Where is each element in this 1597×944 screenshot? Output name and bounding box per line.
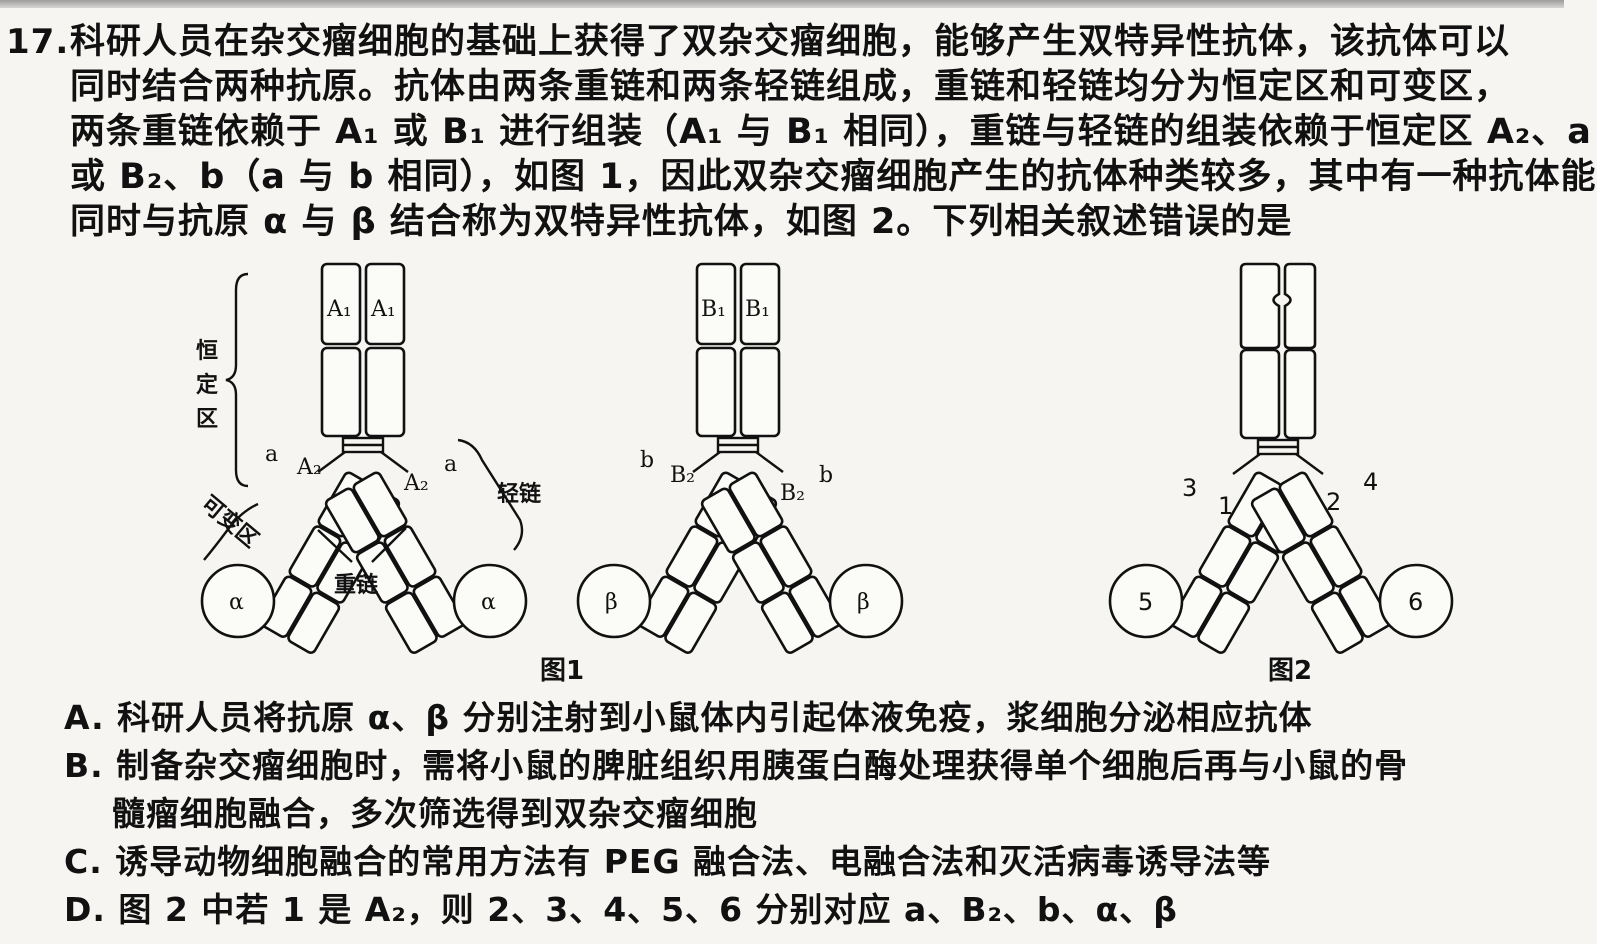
label-3: 3 (1182, 474, 1197, 502)
antigen-circle (1378, 563, 1454, 639)
light-chain-brace (457, 438, 524, 551)
label-a: a (444, 452, 457, 477)
label-a1: A₁ (370, 297, 396, 322)
top-cut-line (0, 0, 1564, 8)
option-a: A. 科研人员将抗原 α、β 分别注射到小鼠体内引起体液免疫，浆细胞分泌相应抗体 (64, 698, 1313, 737)
label-4: 4 (1363, 468, 1378, 496)
heavy-chain-label: 重链 (334, 572, 378, 598)
option-d: D. 图 2 中若 1 是 A₂，则 2、3、4、5、6 分别对应 a、B₂、b… (64, 890, 1178, 929)
option-c: C. 诱导动物细胞融合的常用方法有 PEG 融合法、电融合法和灭活病毒诱导法等 (64, 842, 1272, 881)
label-b2: B₂ (670, 463, 695, 488)
antigen-circle (1108, 563, 1184, 639)
stem-line: 科研人员在杂交瘤细胞的基础上获得了双杂交瘤细胞，能够产生双特异性抗体，该抗体可以 (70, 22, 1511, 62)
option-b-continued: 髓瘤细胞融合，多次筛选得到双杂交瘤细胞 (112, 794, 758, 833)
label-5: 5 (1138, 588, 1153, 616)
heavy-chain-constant-box (1283, 262, 1317, 350)
label-b1: B₁ (701, 297, 726, 322)
antigen-alpha: α (481, 590, 496, 615)
antigen-circle (576, 563, 652, 639)
antibody-alpha: A₁ A₁ a A₂ α (196, 262, 541, 654)
label-1: 1 (1218, 492, 1233, 520)
variable-region-brace (203, 502, 259, 561)
stem-line: 同时与抗原 α 与 β 结合称为双特异性抗体，如图 2。下列相关叙述错误的是 (70, 202, 1293, 242)
constant-region-char: 区 (196, 407, 218, 432)
antibody-figure: .box { fill: #fbfbf8; stroke: #111; stro… (0, 260, 1564, 690)
antibody-diagram: .box { fill: #fbfbf8; stroke: #111; stro… (196, 262, 1454, 654)
antigen-circle (828, 563, 904, 639)
constant-region-char: 定 (196, 372, 218, 398)
question-number: 17. (6, 22, 70, 62)
antigen-circle (452, 563, 528, 639)
answer-options: A. 科研人员将抗原 α、β 分别注射到小鼠体内引起体液免疫，浆细胞分泌相应抗体… (64, 694, 1544, 934)
antigen-alpha: α (229, 590, 244, 615)
stem-line: 或 B₂、b（a 与 b 相同），如图 1，因此双杂交瘤细胞产生的抗体种类较多，… (70, 157, 1597, 197)
stem-line: 两条重链依赖于 A₁ 或 B₁ 进行组装（A₁ 与 B₁ 相同），重链与轻链的组… (70, 112, 1592, 152)
label-2: 2 (1326, 488, 1341, 516)
label-6: 6 (1408, 588, 1423, 616)
label-a1: A₁ (326, 297, 352, 322)
constant-region-brace (225, 272, 249, 488)
heavy-chain-constant-box (364, 262, 406, 346)
variable-region-label: 可变区 (196, 491, 263, 553)
light-chain-label: 轻链 (497, 481, 541, 507)
label-a2: A₂ (296, 455, 322, 480)
option-b: B. 制备杂交瘤细胞时，需将小鼠的脾脏组织用胰蛋白酶处理获得单个细胞后再与小鼠的… (64, 746, 1409, 785)
stem-line: 同时结合两种抗原。抗体由两条重链和两条轻链组成，重链和轻链均分为恒定区和可变区， (70, 67, 1511, 107)
constant-region-char: 恒 (196, 338, 218, 364)
figure1-caption: 图1 (540, 656, 585, 686)
label-b1: B₁ (745, 297, 770, 322)
antigen-beta: β (605, 590, 618, 615)
label-b: b (819, 463, 833, 488)
heavy-chain-constant-box (320, 262, 362, 346)
antigen-circle (200, 563, 276, 639)
figure2-caption: 图2 (1268, 656, 1313, 686)
label-b2: B₂ (780, 481, 805, 506)
heavy-chain-segment (364, 346, 406, 438)
heavy-chain-segment (320, 346, 362, 438)
label-a2: A₂ (403, 471, 429, 496)
label-a: a (265, 442, 278, 467)
antibody-beta: B₁ B₁ b B₂ β (576, 262, 904, 654)
bispecific-antibody: 3 1 5 2 4 6 (1108, 262, 1454, 654)
heavy-chain-constant-box (1239, 262, 1281, 350)
label-b: b (640, 448, 654, 473)
antigen-beta: β (857, 590, 870, 615)
question-stem: 科研人员在杂交瘤细胞的基础上获得了双杂交瘤细胞，能够产生双特异性抗体，该抗体可以… (70, 20, 1597, 245)
